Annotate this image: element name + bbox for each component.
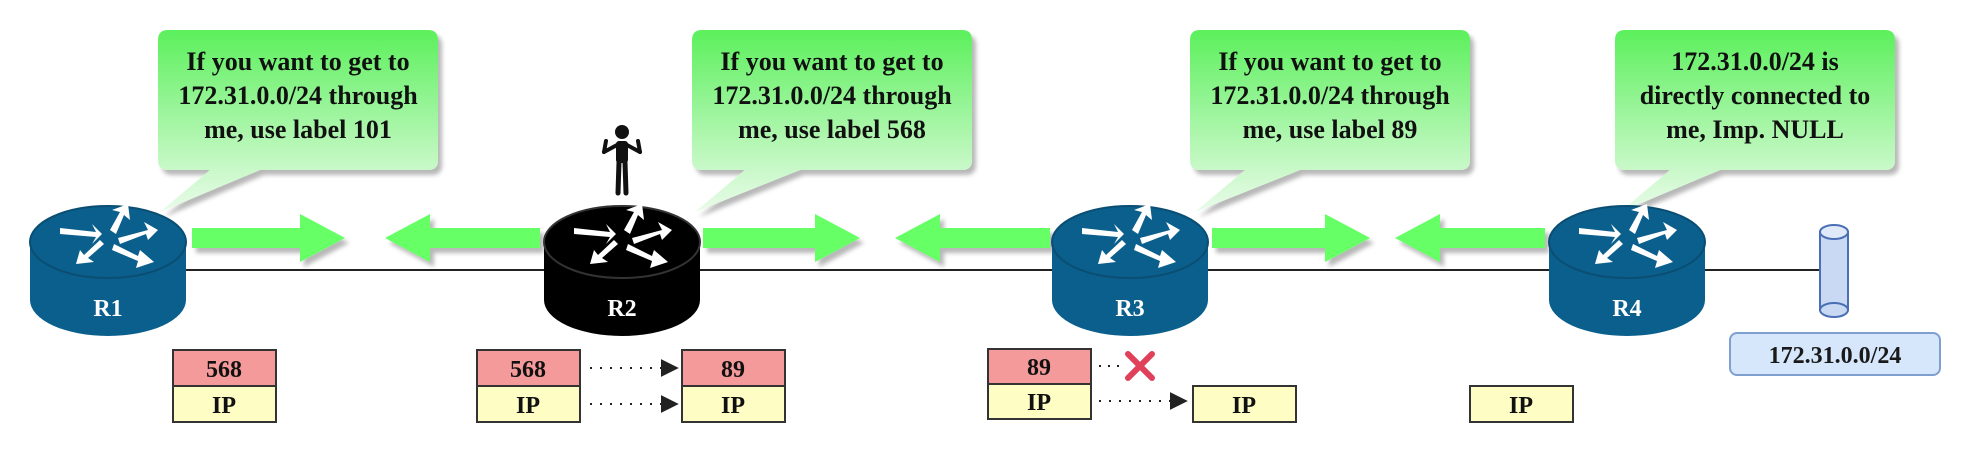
arrow-right-1	[192, 214, 345, 262]
router-r1[interactable]: R1	[29, 204, 187, 336]
bubble-1	[158, 30, 438, 212]
bubble-2-line-3: me, use label 568	[738, 115, 926, 144]
bubble-4-line-2: directly connected to	[1640, 81, 1871, 110]
bubble-4-line-1: 172.31.0.0/24 is	[1671, 47, 1839, 76]
drop-x-icon	[1125, 351, 1155, 381]
packet-r3-in-ip: IP	[1027, 390, 1051, 416]
packet-r2-in-ip: IP	[516, 393, 540, 419]
network-prefix-box: 172.31.0.0/24	[1729, 332, 1941, 376]
packet-r1-ip: IP	[212, 393, 236, 419]
bubble-3-line-3: me, use label 89	[1243, 115, 1418, 144]
packet-r3-out-ip: IP	[1232, 393, 1256, 419]
bubble-2	[692, 30, 972, 212]
bubble-1-line-1: If you want to get to	[186, 47, 409, 76]
packet-r1-label: 568	[206, 357, 242, 383]
router-r2[interactable]: R2	[543, 204, 701, 336]
arrow-right-3	[1212, 214, 1370, 262]
bubble-4	[1615, 30, 1895, 212]
person-icon	[602, 125, 642, 196]
router-r2-label: R2	[607, 296, 636, 322]
router-icon	[1051, 204, 1209, 336]
packet-r2-in-label: 568	[510, 357, 546, 383]
bubble-1-line-3: me, use label 101	[204, 115, 392, 144]
packet-r2-out: 89 IP	[681, 349, 786, 423]
arrow-left-2	[895, 214, 1050, 262]
router-icon	[543, 204, 701, 336]
router-r3[interactable]: R3	[1051, 204, 1209, 336]
router-icon	[29, 204, 187, 336]
packet-r1: 568 IP	[172, 349, 277, 423]
bubble-2-line-2: 172.31.0.0/24 through	[712, 81, 952, 110]
router-r1-label: R1	[93, 296, 122, 322]
bubble-texts: If you want to get to 172.31.0.0/24 thro…	[178, 47, 1870, 144]
router-icon	[1548, 204, 1706, 336]
packet-r2-in: 568 IP	[476, 349, 581, 423]
bubble-3-line-2: 172.31.0.0/24 through	[1210, 81, 1450, 110]
swap-arrows-r2	[590, 359, 679, 413]
packet-r4-ip: IP	[1509, 393, 1533, 419]
packet-r2-out-ip: IP	[721, 393, 745, 419]
router-r4-label: R4	[1612, 296, 1641, 322]
bubble-3	[1190, 30, 1470, 212]
bubble-2-line-1: If you want to get to	[720, 47, 943, 76]
network-cylinder-icon	[1819, 224, 1849, 318]
network-prefix-label: 172.31.0.0/24	[1769, 343, 1902, 369]
arrow-right-2	[703, 214, 860, 262]
green-arrows	[192, 214, 1545, 262]
packet-r3-in: 89 IP	[987, 348, 1092, 420]
bubble-1-line-2: 172.31.0.0/24 through	[178, 81, 418, 110]
arrow-left-3	[1395, 214, 1545, 262]
router-r4[interactable]: R4	[1548, 204, 1706, 336]
packet-r3-out: IP	[1192, 385, 1297, 423]
router-r3-label: R3	[1115, 296, 1144, 322]
packet-r2-out-label: 89	[721, 357, 745, 383]
packet-r4: IP	[1469, 385, 1574, 423]
packet-r3-in-label: 89	[1027, 355, 1051, 381]
bubble-3-line-1: If you want to get to	[1218, 47, 1441, 76]
arrow-left-1	[385, 214, 540, 262]
bubble-4-line-3: me, Imp. NULL	[1666, 115, 1844, 144]
